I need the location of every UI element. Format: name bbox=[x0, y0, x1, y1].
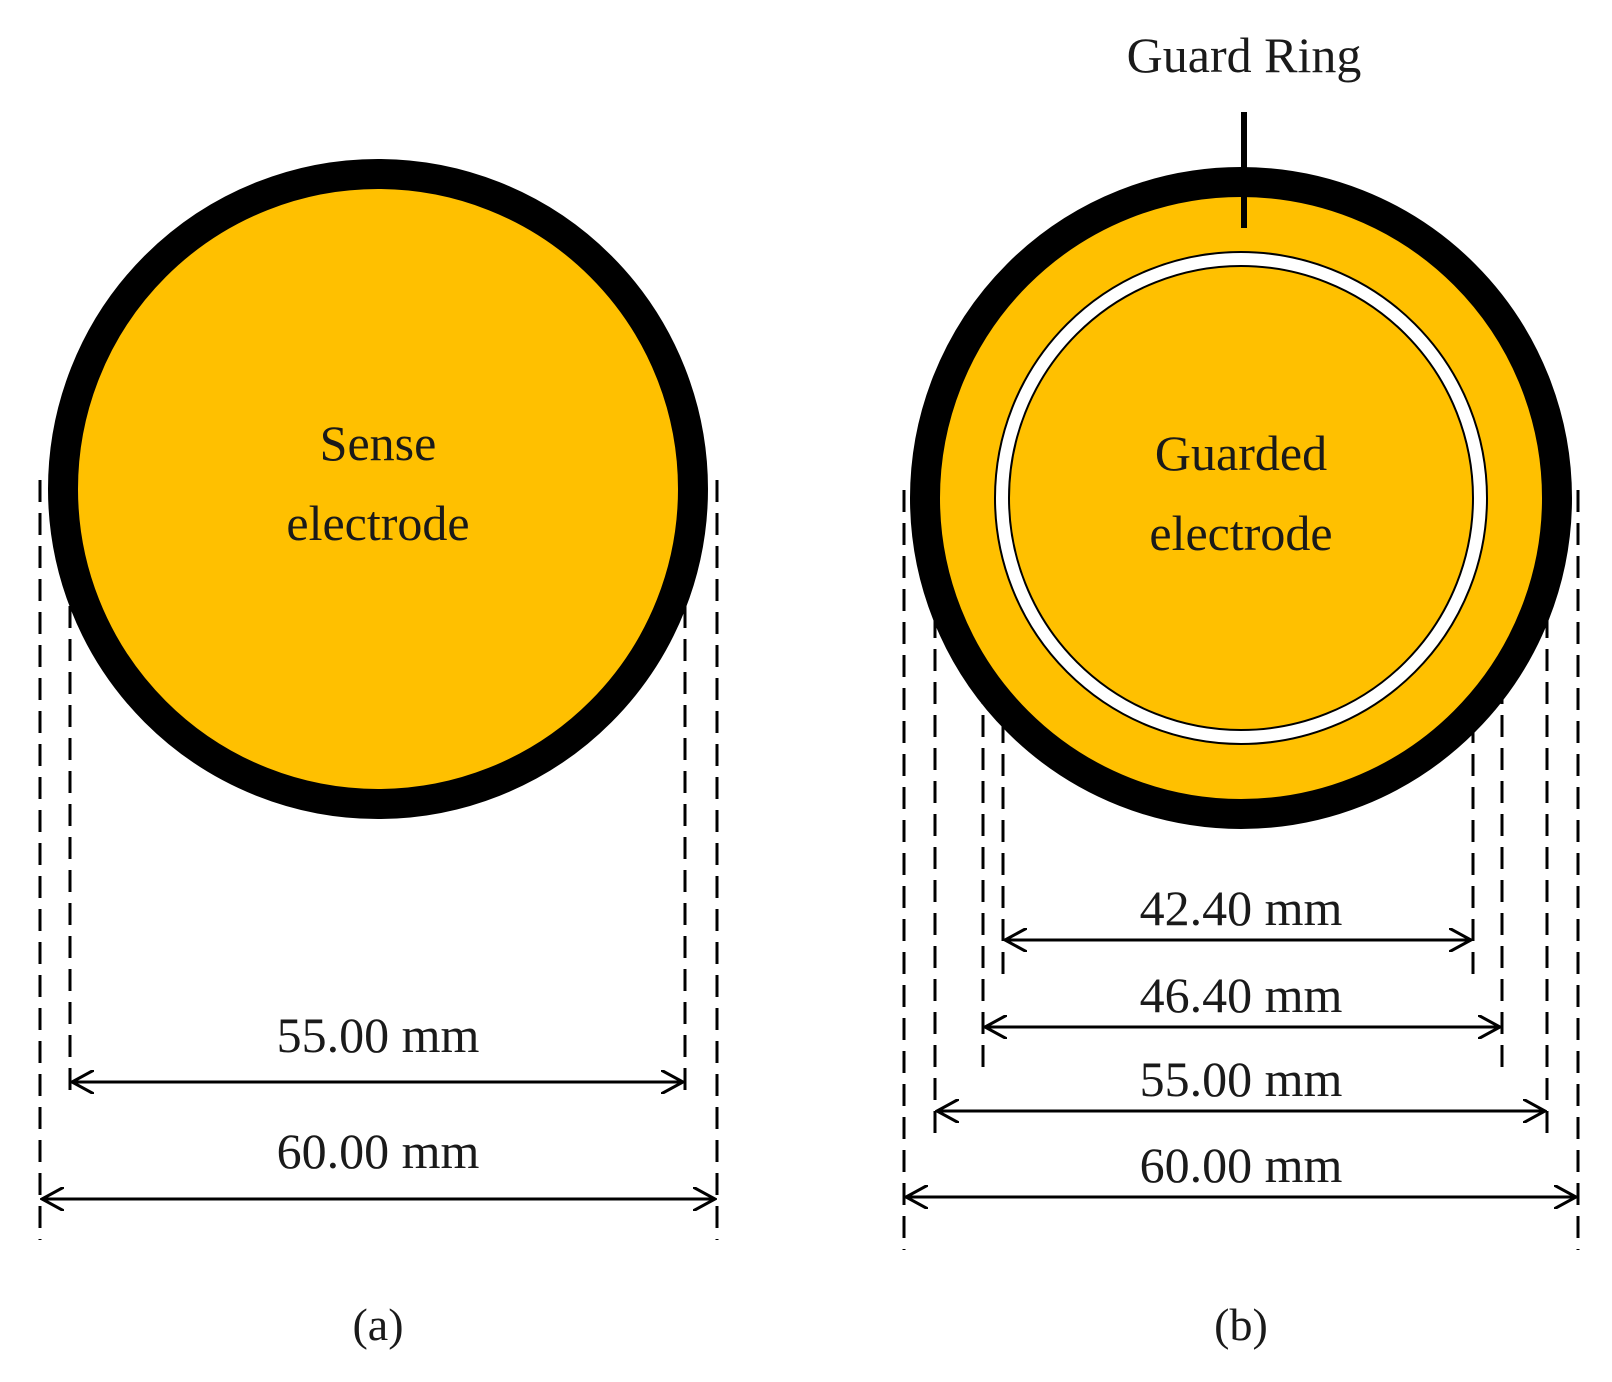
panel-b: Guard Ring Guarded electrode 42.40 mm 46… bbox=[902, 27, 1580, 1350]
dim-b-60-label: 60.00 mm bbox=[1140, 1137, 1343, 1193]
panel-a: Sense electrode 55.00 mm 60.00 mm (a) bbox=[38, 159, 719, 1350]
sense-electrode-label-line1: Sense bbox=[320, 415, 437, 471]
caption-b: (b) bbox=[1214, 1299, 1268, 1350]
guard-ring-label: Guard Ring bbox=[1127, 27, 1362, 83]
dim-b-55-label: 55.00 mm bbox=[1140, 1051, 1343, 1107]
dim-a-60-label: 60.00 mm bbox=[277, 1123, 480, 1179]
guarded-electrode bbox=[1008, 265, 1474, 731]
dim-a-55-label: 55.00 mm bbox=[277, 1007, 480, 1063]
dim-b-46-label: 46.40 mm bbox=[1140, 967, 1343, 1023]
caption-a: (a) bbox=[352, 1299, 403, 1350]
sense-electrode-label-line2: electrode bbox=[286, 495, 469, 551]
sense-electrode bbox=[48, 159, 708, 819]
guarded-electrode-label-line1: Guarded bbox=[1155, 425, 1327, 481]
panel-a-extension-lines bbox=[38, 480, 719, 1240]
dim-b-42-label: 42.40 mm bbox=[1140, 880, 1343, 936]
guarded-electrode-label-line2: electrode bbox=[1149, 505, 1332, 561]
